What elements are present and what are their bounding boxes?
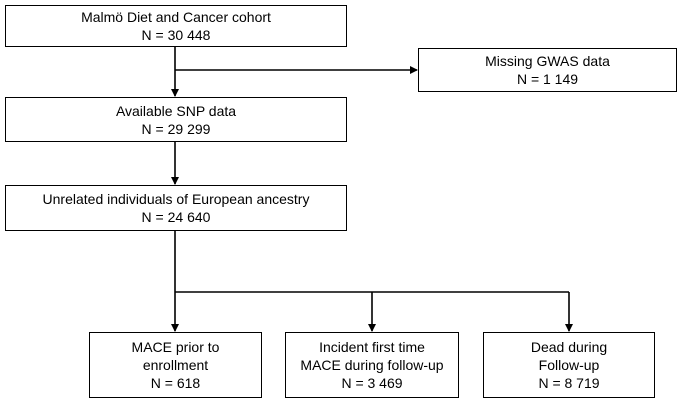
mace-prior-label-line2: enrollment <box>142 357 209 373</box>
available-snp-label: Available SNP data <box>115 102 237 119</box>
available-snp-count: N = 29 299 <box>141 120 211 137</box>
incident-mace-label-line1: Incident first time <box>319 339 425 355</box>
mace-prior-box: MACE prior to enrollment N = 618 <box>89 332 262 398</box>
incident-mace-box: Incident first time MACE during follow-u… <box>285 332 459 398</box>
dead-label-line1: Dead during <box>530 339 608 355</box>
missing-gwas-box: Missing GWAS data N = 1 149 <box>418 48 677 92</box>
incident-mace-count: N = 3 469 <box>341 375 403 391</box>
missing-gwas-count: N = 1 149 <box>516 71 579 87</box>
available-snp-box: Available SNP data N = 29 299 <box>5 97 347 142</box>
european-ancestry-label: Unrelated individuals of European ancest… <box>42 191 310 207</box>
mace-prior-label-line1: MACE prior to <box>131 339 220 355</box>
cohort-box: Malmö Diet and Cancer cohort N = 30 448 <box>5 5 347 47</box>
cohort-label: Malmö Diet and Cancer cohort <box>81 9 271 25</box>
european-ancestry-count: N = 24 640 <box>141 209 211 225</box>
cohort-count: N = 30 448 <box>141 27 211 43</box>
incident-mace-label-line2: MACE during follow-up <box>300 357 444 373</box>
missing-gwas-label: Missing GWAS data <box>485 53 610 69</box>
mace-prior-count: N = 618 <box>150 375 201 391</box>
dead-count: N = 8 719 <box>538 375 600 391</box>
dead-during-followup-box: Dead during Follow-up N = 8 719 <box>483 332 655 398</box>
dead-label-line2: Follow-up <box>538 357 600 373</box>
european-ancestry-box: Unrelated individuals of European ancest… <box>5 185 347 231</box>
